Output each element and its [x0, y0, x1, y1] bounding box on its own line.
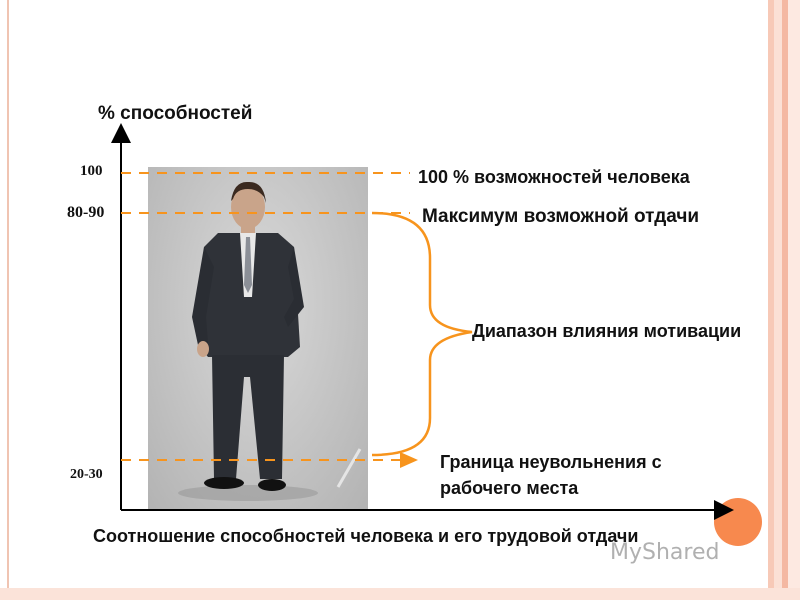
watermark-text: MyShared — [610, 540, 719, 565]
motivation-range-annotation: Диапазон влияния мотивации — [472, 321, 741, 342]
tick-100: 100 — [80, 163, 103, 180]
full-capacity-annotation: 100 % возможностей человека — [418, 167, 690, 188]
tick-80-90: 80-90 — [67, 204, 104, 222]
watermark-logo: MyShared — [610, 540, 719, 565]
no-dismissal-line-1: Граница неувольнения с — [440, 449, 662, 475]
no-dismissal-line-2: рабочего места — [440, 475, 662, 501]
motivation-brace — [372, 213, 472, 455]
no-dismissal-annotation: Граница неувольнения с рабочего места — [440, 449, 662, 501]
max-output-annotation: Максимум возможной отдачи — [422, 206, 699, 228]
tick-20-30: 20-30 — [70, 467, 103, 483]
x-axis-label: Соотношение способностей человека и его … — [93, 526, 638, 547]
y-axis-label: % способностей — [98, 103, 252, 125]
